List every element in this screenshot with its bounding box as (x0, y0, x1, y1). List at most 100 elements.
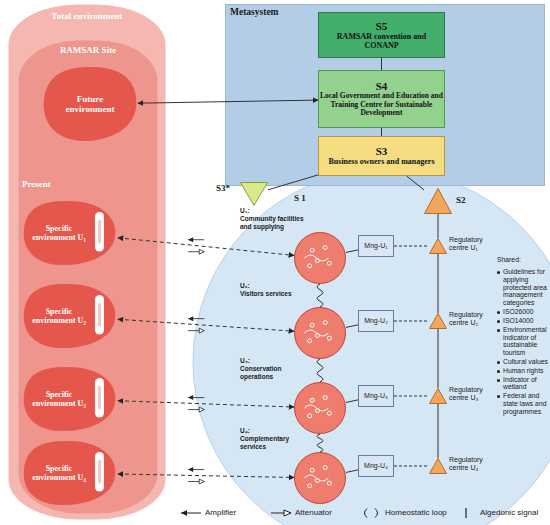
connector-line (394, 396, 429, 397)
s2-triangle-outline (424, 188, 452, 214)
amplifier-symbol (181, 510, 187, 516)
operation-pattern (323, 321, 327, 325)
regulatory-centre: Regulatory centre U₃ (429, 388, 447, 404)
environment-notch (95, 295, 104, 335)
operation-pattern (310, 398, 314, 402)
legend-item: Algedonic signal (455, 508, 538, 518)
specific-environment: Specific environment U₂ (22, 283, 118, 349)
environment-notch (98, 220, 101, 244)
regulatory-centre-fill (430, 459, 447, 474)
s3star-triangle: S3* (240, 182, 268, 206)
node-text: Mng-U₂ (364, 317, 388, 325)
specific-environment-fill (24, 441, 116, 505)
node-heading: U₂: (240, 282, 312, 290)
node-text: Future environment (56, 94, 124, 115)
future-environment-fill (44, 67, 137, 141)
management-box: Mng-U₄ (358, 455, 394, 477)
homeostatic-symbol (365, 509, 378, 518)
attenuator-symbol (199, 479, 204, 484)
connector-line (438, 254, 439, 313)
specific-environment-fill (24, 284, 116, 348)
node-text: Community facilities and supplying (240, 215, 312, 231)
operation-pattern (308, 414, 312, 418)
connector-line (118, 474, 294, 478)
algedonic-symbol (465, 508, 466, 518)
management-box: Mng-U₁ (358, 235, 394, 257)
connector-line (317, 434, 323, 452)
s2-triangle-fill (425, 189, 452, 214)
connector-line (138, 100, 318, 103)
node-text: Specific environment U₂ (26, 307, 92, 325)
operation-pattern (323, 396, 327, 400)
connector-line (346, 325, 358, 328)
list-row: Cultural values (497, 358, 549, 366)
specific-environment: Specific environment U₃ (22, 366, 118, 432)
list-row: Indicator of wetland (497, 376, 549, 392)
total-environment-fill (9, 5, 166, 520)
operation-pattern (308, 264, 312, 268)
text-holder: Regulatory centre U₄ (449, 456, 496, 472)
text-holder: Mng-U₄ (358, 455, 394, 477)
system-circle (193, 170, 550, 525)
operation-pattern (308, 339, 312, 343)
connector-line (381, 128, 382, 136)
management-box: Mng-U₂ (358, 310, 394, 332)
bullet-dot (497, 320, 500, 323)
node-text: S2 (456, 196, 478, 206)
text-holder: U₄:Complementary services (240, 427, 312, 450)
specific-environment: Specific environment U₁ (22, 200, 118, 266)
environment-notch (98, 386, 101, 410)
node-heading: U₄: (240, 427, 312, 435)
operation-circle-outline (294, 307, 346, 359)
operation-pattern (327, 481, 331, 485)
list-item: ISO26000 (503, 308, 549, 316)
node-text: Regulatory centre U₂ (449, 311, 496, 327)
node-text: Total environment (46, 12, 128, 22)
legend-symbol (180, 508, 202, 518)
bullet-dot (497, 311, 500, 314)
text-holder: U₂:Visitors services (240, 282, 312, 298)
environment-notch (95, 212, 104, 252)
text-holder: Specific environment U₂ (26, 283, 92, 349)
legend-item: Amplifier (180, 508, 236, 518)
bullet-dot (497, 379, 500, 382)
region-label: Present (22, 180, 82, 190)
operation-pattern (304, 255, 328, 261)
specific-environment-fill (24, 201, 116, 265)
bullet-dot (497, 329, 500, 332)
bullet-dot (497, 370, 500, 373)
list-row: Guidelines for applying protected area m… (497, 268, 549, 307)
node-heading: U₁: (240, 207, 312, 215)
node-text: Specific environment U₄ (26, 464, 92, 482)
legend-symbol (360, 508, 382, 518)
environment-notch (98, 303, 101, 327)
management-box-fill (359, 236, 394, 257)
operation-pattern (323, 246, 327, 250)
specific-environment: Specific environment U₄ (22, 440, 118, 506)
text-holder: Future environment (42, 66, 138, 142)
list-row: ISO26000 (497, 308, 549, 316)
text-holder: Specific environment U₁ (26, 200, 92, 266)
s3star-triangle-fill (241, 183, 268, 206)
connector-line (346, 250, 358, 253)
connector-line (317, 359, 323, 382)
connector-line (346, 470, 358, 473)
operation-pattern (308, 484, 312, 488)
ramsar-site-fill (19, 41, 158, 514)
legend-text: Algedonic signal (480, 509, 538, 517)
connector-line (118, 401, 294, 407)
text-holder: Total environment (46, 12, 128, 22)
amplifier-symbol (188, 467, 193, 472)
node-text: Complementary services (240, 435, 312, 451)
amplifier-symbol (188, 318, 204, 319)
operation-pattern (327, 336, 331, 340)
legend-item: Homeostatic loop (360, 508, 447, 518)
text-holder: Specific environment U₄ (26, 440, 92, 506)
connector-line (407, 176, 424, 190)
connector-line (317, 284, 323, 307)
legend-text: Amplifier (205, 509, 236, 517)
attenuator-symbol (199, 328, 204, 333)
text-holder: S3* (216, 184, 238, 194)
text-holder: U₁:Community facilities and supplying (240, 207, 312, 230)
